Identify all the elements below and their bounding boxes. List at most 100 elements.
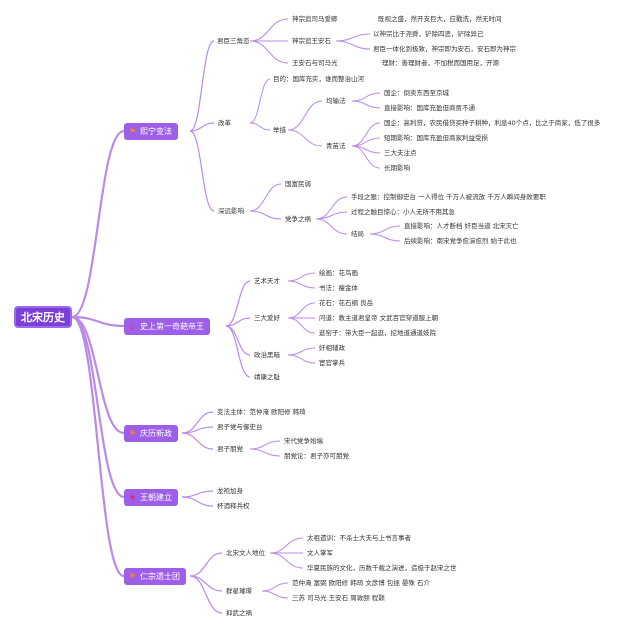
- fire-icon: ♨: [128, 322, 137, 331]
- topic-node[interactable]: 党争之祸: [285, 215, 311, 223]
- connector: [351, 145, 381, 169]
- branch-renzong-scholars[interactable]: ⚑ 仁宗遗士团: [124, 568, 186, 585]
- connector: [181, 432, 214, 450]
- topic-node[interactable]: 政治黑暗: [254, 351, 280, 359]
- connector: [71, 315, 125, 499]
- topic-node[interactable]: 杯酒释兵权: [217, 502, 250, 510]
- topic-node[interactable]: 国富民弱: [285, 180, 311, 188]
- connector: [269, 537, 304, 554]
- topic-node[interactable]: 理财：善理财者，不加税而国用足，开源: [382, 59, 499, 67]
- topic-node[interactable]: 国企：高利贷，农民借贷买种子耕种，利息40个点，比之于商家，低了很多: [384, 119, 601, 127]
- connector: [287, 317, 316, 334]
- branch-xining-reform[interactable]: ⚑ 熙宁变法: [124, 123, 178, 140]
- topic-node[interactable]: 举措: [273, 126, 286, 134]
- topic-node[interactable]: 国企：倒卖东西至京城: [384, 89, 449, 97]
- topic-node[interactable]: 华夏民族的文化，历数千载之演进，造极于赵宋之世: [307, 564, 457, 572]
- topic-node[interactable]: 君子朋党: [217, 445, 243, 453]
- root-node[interactable]: 北宋历史: [14, 306, 72, 328]
- connector: [189, 40, 215, 132]
- topic-node[interactable]: 朋党论：君子亦可朋党: [284, 452, 349, 460]
- topic-node[interactable]: 逛窑子：带大臣一起逛，挖地道通道妓院: [319, 329, 436, 337]
- connector: [335, 33, 371, 42]
- connector: [71, 315, 125, 578]
- topic-node[interactable]: 君臣三角恋: [217, 37, 250, 45]
- topic-node[interactable]: 问道：教主道君皇帝 文武百官穿道服上朝: [319, 314, 439, 322]
- topic-node[interactable]: 三大爱好: [254, 314, 280, 322]
- topic-node[interactable]: 结局: [351, 230, 364, 238]
- topic-node[interactable]: 手段之狠：控制御史台 一人得位 千万人被流放 千万人瞬间身败要职: [351, 193, 546, 201]
- topic-node[interactable]: 神宗追司马爱卿: [292, 15, 338, 23]
- connector: [287, 272, 316, 282]
- topic-node[interactable]: 艺术天才: [254, 277, 280, 285]
- topic-node[interactable]: 太祖遗训：不杀士大夫与上书言事者: [307, 534, 411, 542]
- topic-node[interactable]: 神宗追王安石: [292, 37, 331, 45]
- topic-node[interactable]: 奸相辅政: [319, 344, 345, 352]
- connector: [249, 210, 282, 220]
- connector: [249, 440, 281, 450]
- topic-node[interactable]: 龙袍加身: [217, 487, 243, 495]
- topic-node[interactable]: 均输法: [326, 97, 346, 105]
- topic-node[interactable]: 青苗法: [326, 142, 346, 150]
- connector: [249, 448, 281, 457]
- connector: [225, 325, 251, 378]
- connector: [287, 347, 316, 356]
- connector: [369, 233, 401, 242]
- connector: [181, 496, 214, 507]
- connector: [189, 552, 223, 577]
- connector: [189, 130, 215, 212]
- connector: [351, 100, 381, 109]
- topic-node[interactable]: 三大夫注点: [384, 149, 417, 157]
- topic-node[interactable]: 目的：国库充实，谁而整治山河: [273, 75, 364, 83]
- topic-node[interactable]: 后续影响：南宋党争愈演愈烈 始于此也: [404, 237, 517, 245]
- topic-node[interactable]: 群星璀璨: [226, 587, 252, 595]
- branch-label: 王朝建立: [140, 493, 172, 502]
- star-icon: ★: [128, 493, 137, 502]
- connector: [249, 183, 282, 212]
- topic-node[interactable]: 君臣一体化到极致，神宗即为安石，安石即为神宗: [373, 45, 516, 53]
- topic-node[interactable]: 宋代党争始端: [284, 437, 323, 445]
- branch-dynasty-founding[interactable]: ★ 王朝建立: [124, 489, 178, 506]
- topic-node[interactable]: 三苏 司马光 王安石 周敦颐 程颢: [292, 594, 385, 602]
- topic-node[interactable]: 文人掌军: [307, 549, 333, 557]
- topic-node[interactable]: 书法：瘦金体: [319, 284, 358, 292]
- connector: [189, 575, 223, 592]
- topic-node[interactable]: 以神宗比于尧舜，铲除四恶，铲除异己: [373, 30, 484, 38]
- connector: [71, 315, 125, 435]
- topic-node[interactable]: 王安石与司马光: [292, 59, 338, 67]
- branch-label: 仁宗遗士团: [140, 572, 180, 581]
- topic-node[interactable]: 宦官掌兵: [319, 359, 345, 367]
- connector: [181, 490, 214, 498]
- connector: [71, 129, 125, 319]
- connector: [335, 40, 371, 50]
- topic-node[interactable]: 深远影响: [218, 207, 244, 215]
- connector: [249, 40, 289, 64]
- branch-emperor[interactable]: ♨ 史上第一奇葩帝王: [124, 318, 210, 335]
- topic-node[interactable]: 绘画：花鸟画: [319, 269, 358, 277]
- connector: [315, 218, 348, 235]
- topic-node[interactable]: 范仲淹 富弼 欧阳修 韩琦 文彦博 包拯 晏殊 石介: [292, 579, 430, 587]
- topic-node[interactable]: 改革: [218, 119, 231, 127]
- topic-node[interactable]: 靖康之耻: [254, 373, 280, 381]
- topic-node[interactable]: 过程之触目惊心：小人无所不用其急: [351, 208, 455, 216]
- connector: [351, 92, 381, 102]
- branch-label: 熙宁变法: [140, 127, 172, 136]
- topic-node[interactable]: 直接影响：人才断档 奸臣当道 北宋灭亡: [404, 222, 519, 230]
- topic-node[interactable]: 君子党与御史台: [217, 423, 263, 431]
- topic-node[interactable]: 短期影响：国库充盈但商家利益受损: [384, 134, 488, 142]
- topic-node[interactable]: 直接影响：国库充盈但商贾不通: [384, 104, 475, 112]
- connector: [249, 78, 271, 124]
- connector: [269, 552, 304, 569]
- topic-node[interactable]: 抑武之祸: [226, 609, 252, 617]
- topic-node[interactable]: 长期影响: [384, 164, 410, 172]
- connector: [287, 100, 323, 131]
- topic-node[interactable]: 变法主体：范仲淹 欧阳修 韩琦: [217, 408, 306, 416]
- topic-node[interactable]: 花石：花石纲 良岳: [319, 299, 374, 307]
- topic-node[interactable]: 既视之盛，然开支巨大，应戳洗，然无时间: [378, 15, 502, 23]
- flag-icon: ⚑: [128, 127, 137, 136]
- branch-qingli-reform[interactable]: ⚑ 庆历新政: [124, 425, 178, 442]
- branch-label: 史上第一奇葩帝王: [140, 322, 204, 331]
- topic-node[interactable]: 北宋文人地位: [226, 549, 265, 557]
- connector: [189, 575, 223, 614]
- connector: [249, 122, 271, 131]
